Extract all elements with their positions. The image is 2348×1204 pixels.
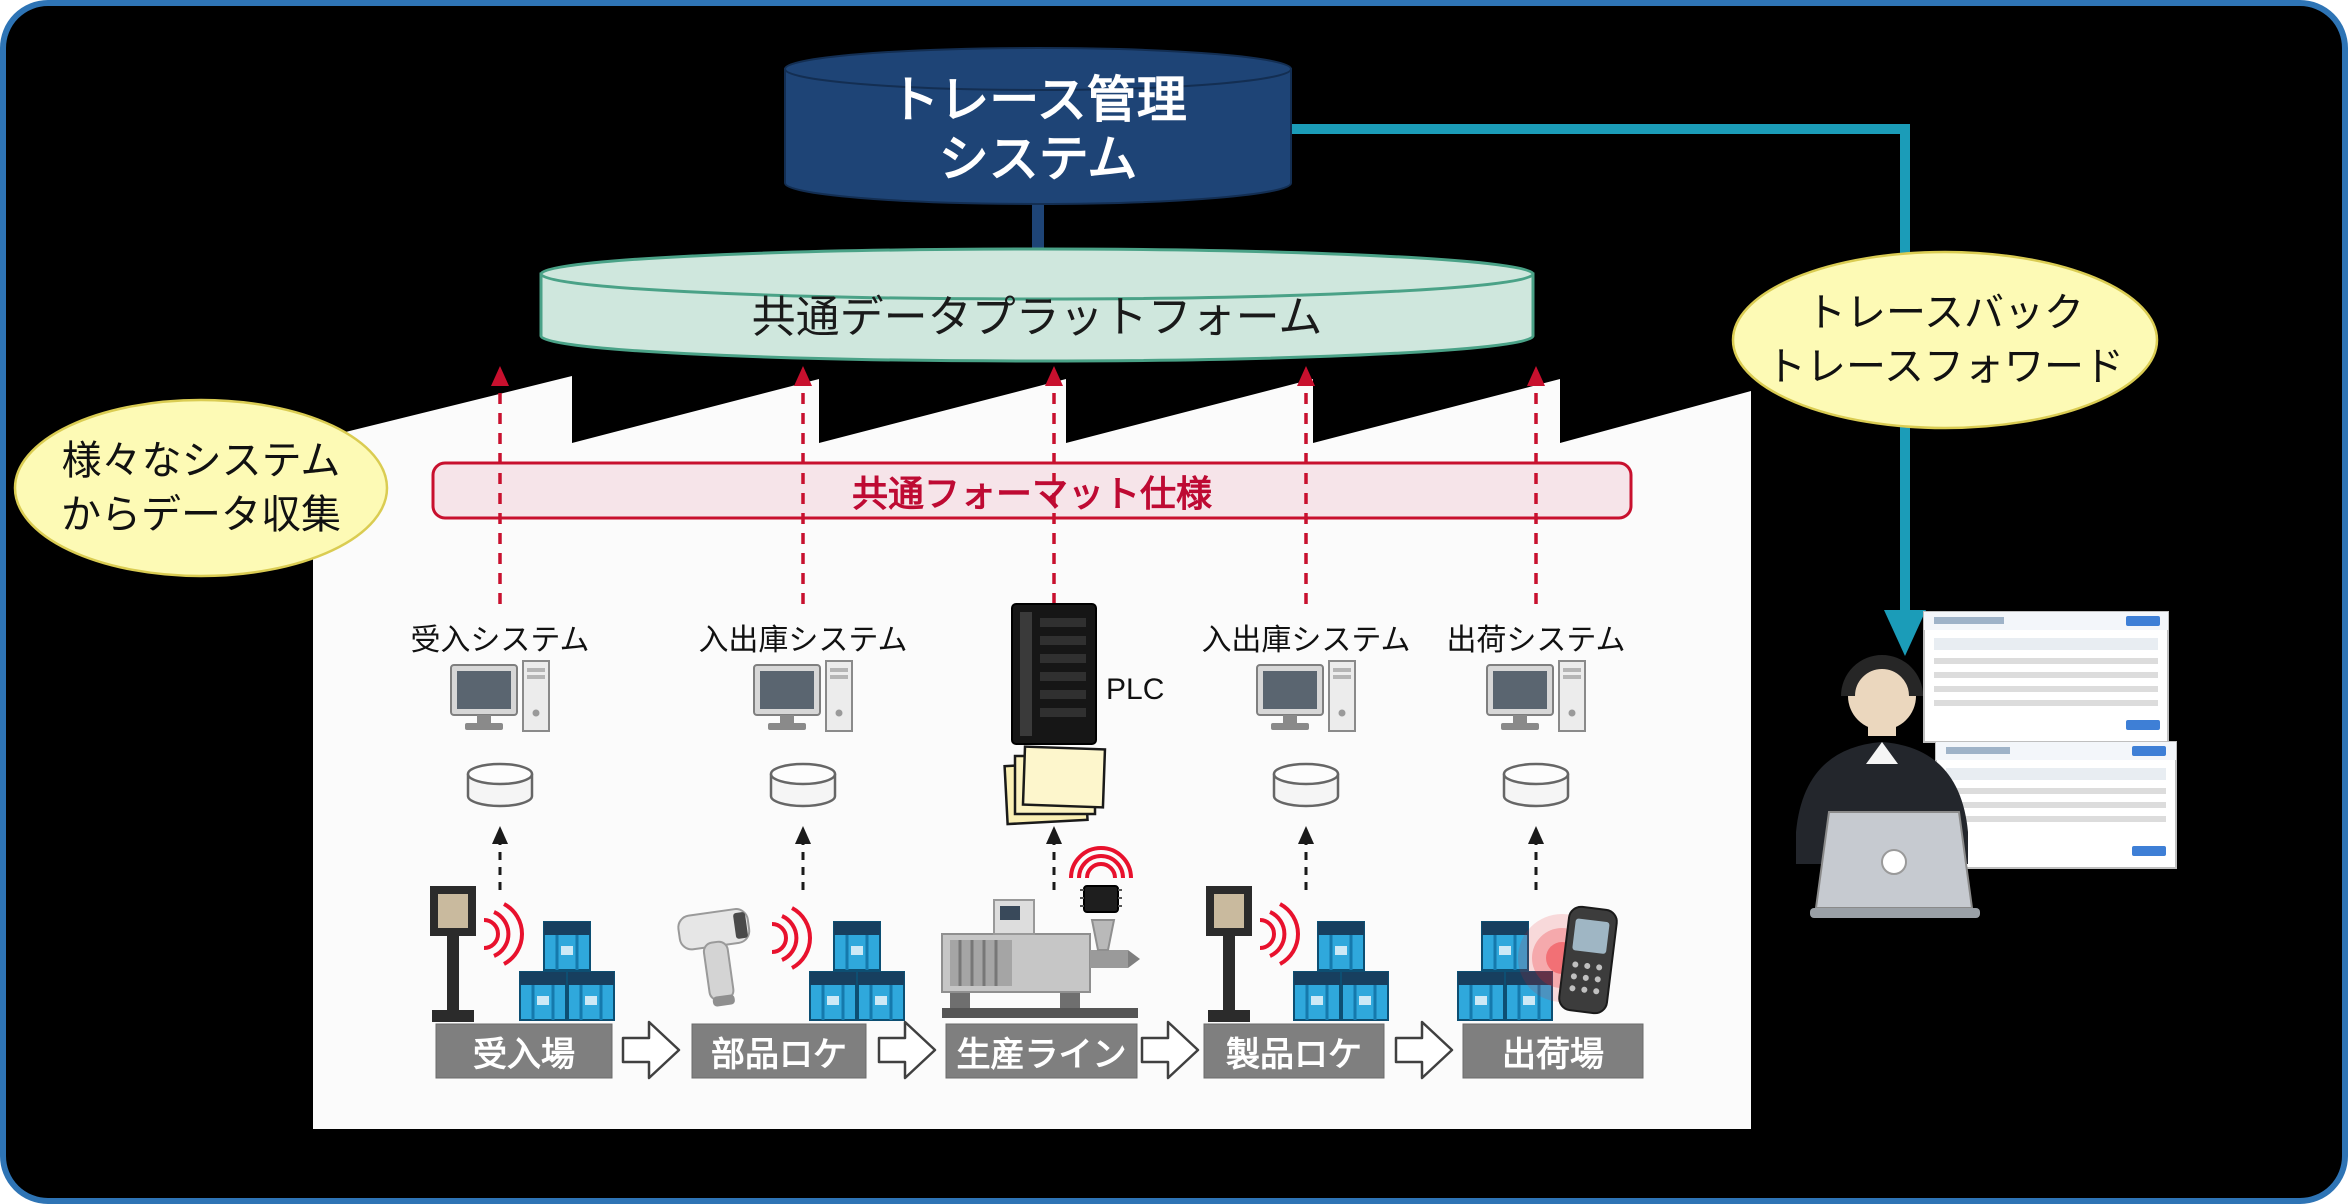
- molding-machine-icon: [941, 899, 1140, 1018]
- trace-system-cylinder: [784, 47, 1292, 205]
- system-platform-link: [1032, 196, 1044, 264]
- station-box: [691, 1023, 867, 1079]
- rfid-tag-icon: [1069, 846, 1133, 913]
- left-bubble-label: 様々なシステム からデータ収集: [15, 400, 387, 576]
- database-icon: [1272, 762, 1340, 808]
- device-upload-arrowheads: [492, 826, 1544, 844]
- station-label-receiving-area: 受入場: [473, 1035, 575, 1074]
- data-collection-arrows: [498, 384, 1538, 604]
- right-bubble-line2: トレースフォワード: [1766, 345, 2124, 389]
- laptop-icon: [1810, 811, 1980, 918]
- station-box: [435, 1023, 613, 1079]
- station-boxes: [435, 1023, 1644, 1079]
- system-label-shipping: 出荷システム: [1446, 624, 1626, 657]
- documents-icon: [1003, 745, 1107, 826]
- station-label-production-line: 生産ライン: [956, 1035, 1127, 1074]
- trace-system-title: トレース管理 システム: [785, 66, 1291, 194]
- system-label-receiving: 受入システム: [410, 624, 590, 657]
- station-label-product-location: 製品ロケ: [1226, 1035, 1362, 1074]
- barcode-scanner-icon: [677, 908, 751, 1007]
- trace-system-title-line1: トレース管理: [889, 72, 1187, 128]
- platform-cylinder: [539, 247, 1535, 363]
- person-icon: [1796, 655, 1980, 918]
- plc-icon: [1011, 603, 1097, 745]
- system-label-warehouse-2: 入出庫システム: [1201, 624, 1411, 657]
- format-banner-label: 共通フォーマット仕様: [851, 472, 1212, 514]
- station-box: [945, 1023, 1138, 1079]
- device-upload-arrows: [498, 842, 1538, 890]
- rfid-waves-icon: [1069, 846, 1133, 879]
- station-box: [1203, 1023, 1385, 1079]
- database-icon: [769, 762, 837, 808]
- report-screenshot-2: [1935, 741, 2177, 869]
- data-collection-arrowheads: [491, 366, 1545, 386]
- handheld-terminal-icon: [1558, 905, 1618, 1015]
- database-icon: [1502, 762, 1570, 808]
- right-bubble-label: トレースバック トレースフォワード: [1733, 252, 2157, 428]
- trace-connector: [1289, 124, 1926, 656]
- right-bubble: [1731, 250, 2159, 430]
- left-bubble-line2: からデータ収集: [61, 493, 341, 537]
- left-bubble: [13, 398, 389, 578]
- format-banner: [431, 461, 1633, 520]
- left-bubble-line1: 様々なシステム: [61, 439, 341, 483]
- trace-system-title-line2: システム: [938, 131, 1138, 187]
- system-label-plc: PLC: [1106, 673, 1165, 706]
- station-label-parts-location: 部品ロケ: [711, 1035, 847, 1074]
- trace-connector-arrowhead: [1884, 610, 1926, 656]
- database-icon: [466, 762, 534, 808]
- report-screenshot-1: [1923, 611, 2169, 743]
- system-label-warehouse-1: 入出庫システム: [698, 624, 908, 657]
- right-bubble-line1: トレースバック: [1806, 291, 2084, 335]
- diagram-graphics: [13, 47, 2177, 1129]
- station-label-shipping-area: 出荷場: [1502, 1035, 1604, 1074]
- platform-label: 共通データプラットフォーム: [751, 293, 1323, 342]
- station-box: [1462, 1023, 1644, 1079]
